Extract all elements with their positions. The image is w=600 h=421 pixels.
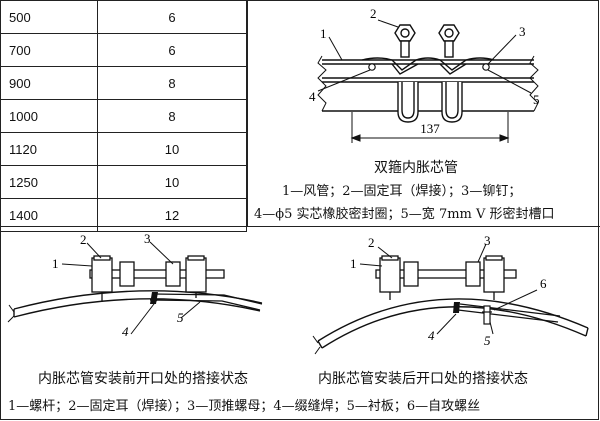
dimension-line (350, 112, 510, 143)
br-callout-2: 2 (368, 235, 375, 250)
clamp-loops (397, 82, 463, 123)
top-callout-3: 3 (519, 24, 526, 39)
top-callout-4: 4 (309, 89, 316, 104)
spec-size-cell: 1000 (0, 99, 98, 133)
top-legend-line-2: 4—ϕ5 实芯橡胶密封圈；5—宽 7mm V 形密封槽口 (254, 207, 555, 222)
divider-horizontal (0, 226, 600, 227)
bolt-assembly-left (89, 255, 225, 302)
weld-mark-right (453, 302, 460, 313)
br-callout-4: 4 (428, 328, 435, 343)
top-callout-1: 1 (320, 26, 327, 41)
spec-count-cell: 6 (97, 33, 247, 67)
rivet-marks (368, 63, 490, 71)
bl-callout-2: 2 (80, 232, 87, 247)
bottom-right-caption: 内胀芯管安装后开口处的搭接状态 (318, 371, 528, 387)
hex-nut-left (394, 24, 416, 58)
br-callout-5: 5 (484, 333, 491, 348)
bl-callout-4: 4 (122, 324, 129, 339)
top-leader-lines (317, 19, 532, 94)
bolt-assembly-right (375, 255, 517, 300)
bottom-right-leader-lines (359, 243, 538, 335)
duct-wall-right (312, 298, 589, 355)
duct-body (317, 55, 539, 112)
bottom-left-leader-lines (61, 241, 201, 335)
self-tapping-screw (482, 305, 492, 325)
top-legend-line-1: 1—风管；2—固定耳（焊接）；3—铆钉； (282, 184, 522, 199)
bracket-outline (361, 57, 495, 75)
bl-callout-1: 1 (52, 256, 59, 271)
br-callout-3: 3 (484, 233, 491, 248)
top-callout-5: 5 (533, 92, 540, 107)
divider-vertical (247, 0, 248, 226)
spec-size-cell: 1250 (0, 165, 98, 199)
top-diagram-title: 双箍内胀芯管 (374, 160, 458, 176)
spec-count-cell: 6 (97, 0, 247, 34)
spec-count-cell: 10 (97, 165, 247, 199)
bottom-legend: 1—螺杆；2—固定耳（焊接）；3—顶推螺母；4—缀缝焊；5—衬板；6—自攻螺丝 (8, 399, 481, 414)
br-callout-1: 1 (350, 256, 357, 271)
bl-callout-3: 3 (144, 231, 151, 246)
spec-count-cell: 10 (97, 132, 247, 166)
bottom-left-caption: 内胀芯管安装前开口处的搭接状态 (38, 371, 248, 387)
spec-size-cell: 900 (0, 66, 98, 100)
liner-plate-right (457, 303, 561, 323)
br-callout-6: 6 (540, 276, 547, 291)
top-callout-2: 2 (370, 6, 377, 21)
dimension-label: 137 (420, 121, 440, 136)
hex-nut-right (438, 24, 460, 58)
bl-callout-5: 5 (177, 310, 184, 325)
liner-plate-left (149, 293, 263, 311)
